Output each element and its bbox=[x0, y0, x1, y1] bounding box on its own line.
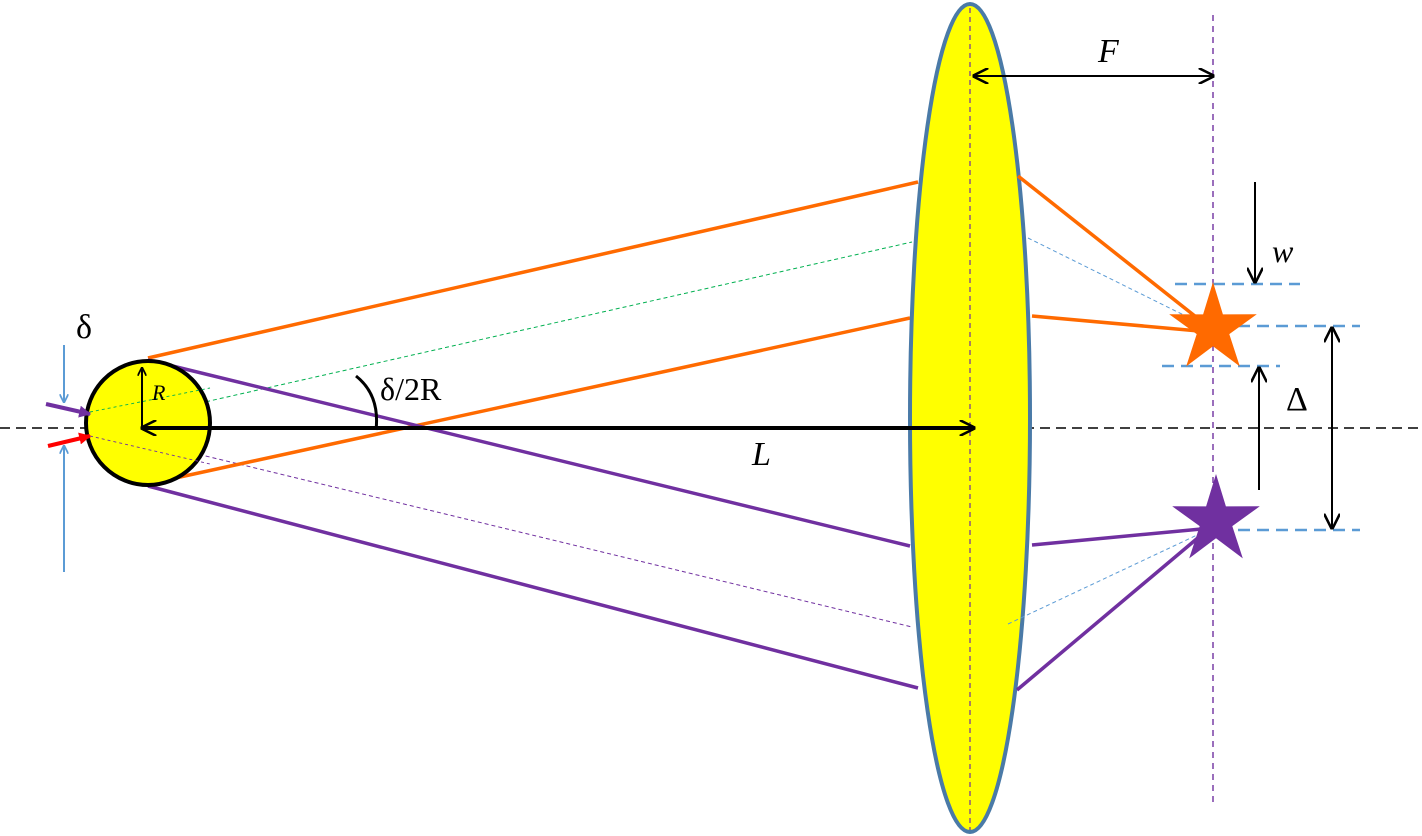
purple-ray-bottom bbox=[147, 484, 919, 690]
orange-converge-bottom bbox=[1031, 314, 1211, 334]
central-converge-lower bbox=[1007, 527, 1213, 625]
distance-label: L bbox=[751, 436, 771, 473]
separation-label: Δ bbox=[1286, 381, 1308, 418]
sphere-ray-lower bbox=[89, 435, 211, 465]
central-ray-upper bbox=[89, 241, 913, 429]
central-ray-lower bbox=[89, 427, 913, 628]
radius-label: R bbox=[151, 380, 166, 405]
central-converge-upper bbox=[1027, 237, 1211, 329]
purple-converge-top bbox=[1031, 526, 1213, 547]
red-incoming-arrow bbox=[47, 432, 92, 448]
orange-star-icon bbox=[1169, 282, 1257, 367]
orange-ray-bottom bbox=[147, 316, 911, 486]
focal-label: F bbox=[1097, 33, 1120, 70]
purple-ray-top bbox=[147, 358, 911, 548]
orange-converge-top bbox=[1016, 174, 1212, 330]
sphere bbox=[84, 359, 212, 487]
purple-incoming-arrow bbox=[45, 402, 92, 418]
angle-label: δ/2R bbox=[380, 371, 442, 407]
orange-ray-top bbox=[147, 180, 919, 360]
purple-converge-bottom bbox=[1015, 524, 1214, 692]
purple-star-icon bbox=[1172, 474, 1260, 559]
delta-label: δ bbox=[76, 309, 92, 346]
sphere-ray-upper bbox=[89, 387, 211, 413]
angle-arc bbox=[355, 374, 379, 431]
width-label: w bbox=[1272, 233, 1294, 269]
